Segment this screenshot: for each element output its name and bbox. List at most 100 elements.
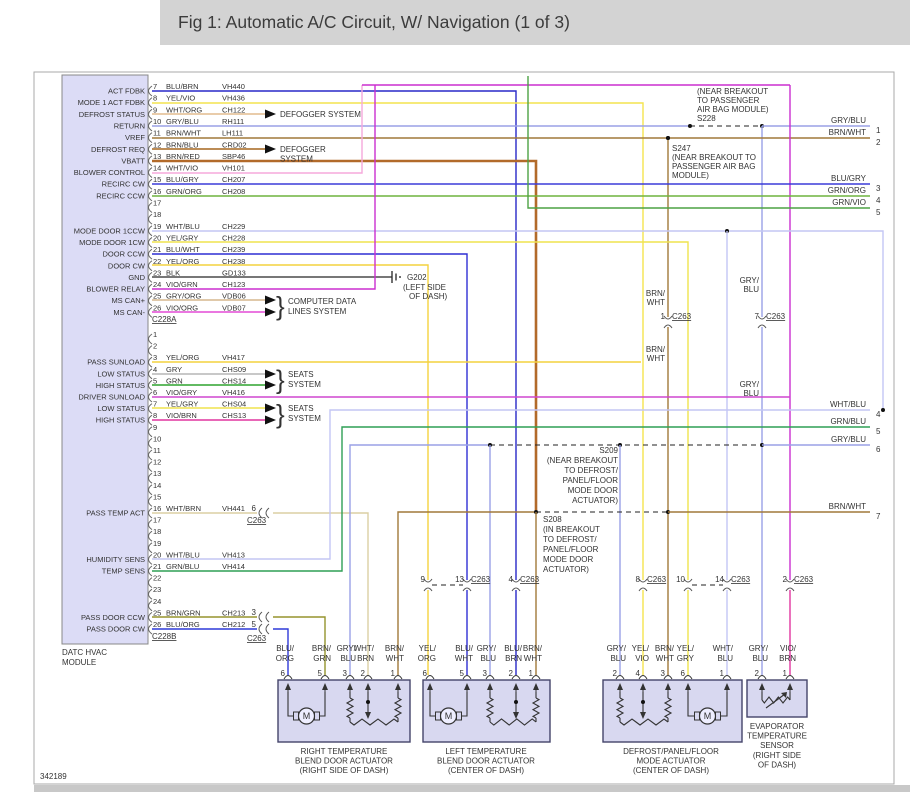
system-arrow-icon <box>265 307 276 317</box>
pin-signal-label: RECIRC CW <box>102 180 146 189</box>
wire-color-label: GRY/ORG <box>166 292 201 301</box>
connector-arc-icon <box>722 578 732 583</box>
wire-color-label: BLU/BRN <box>166 82 199 91</box>
pin-signal-label: ACT FDBK <box>108 87 145 96</box>
pin-signal-label: LOW STATUS <box>97 369 145 378</box>
wire <box>152 409 870 560</box>
junction-dot <box>666 136 670 140</box>
resistor-icon <box>393 697 403 719</box>
pin-socket-icon <box>531 675 541 680</box>
pin-signal-label: DOOR CCW <box>103 250 146 259</box>
splice-note: PANEL/FLOOR <box>543 545 599 554</box>
pin-socket-icon <box>148 403 153 415</box>
splice-note: PANEL/FLOOR <box>563 476 619 485</box>
pin-socket-icon <box>148 295 153 307</box>
connector-arc-icon <box>757 315 767 320</box>
pin-number: 26 <box>153 303 161 312</box>
pin-socket-icon <box>148 190 153 202</box>
circuit-code-label: CHS09 <box>222 365 246 374</box>
wire-color-label: GRY/ <box>749 644 769 653</box>
wire <box>152 241 689 675</box>
wire <box>273 628 289 675</box>
wire-color-label: WHT <box>647 298 665 307</box>
wire-color-label: WHT <box>656 654 674 663</box>
pin-socket-icon <box>345 675 355 680</box>
junction-dot <box>641 700 645 704</box>
pin-socket-icon <box>148 611 153 623</box>
pin-socket-icon <box>615 675 625 680</box>
pin-socket-icon <box>638 675 648 680</box>
wire-color-label: WHT <box>386 654 404 663</box>
pin-number: 25 <box>153 292 161 301</box>
wire-color-label: VIO <box>635 654 649 663</box>
connector-arc-icon <box>511 587 521 592</box>
edge-ref-label: GRN/ORG <box>828 186 866 195</box>
wire <box>152 85 376 290</box>
pin-socket-icon <box>148 97 153 109</box>
wire-color-label: WHT/BLU <box>166 222 200 231</box>
actuator-pin-number: 1 <box>720 669 725 678</box>
circuit-code-label: CH122 <box>222 105 245 114</box>
pin-socket-icon <box>148 225 153 237</box>
splice-note: PASSENGER AIR BAG <box>672 162 755 171</box>
wire-color-label: BRN <box>505 654 522 663</box>
circuit-code-label: CH239 <box>222 245 245 254</box>
connector-c228b-label: C228B <box>152 632 176 641</box>
actuator-name: SENSOR <box>760 741 794 750</box>
wire-color-label: WHT <box>647 354 665 363</box>
wire-color-label: BLU <box>340 654 356 663</box>
actuator-name: EVAPORATOR <box>750 722 804 731</box>
circuit-code-label: LH111 <box>222 129 243 138</box>
pin-number: 7 <box>153 82 157 91</box>
pin-socket-icon <box>425 675 435 680</box>
wire <box>152 85 363 174</box>
pin-number: 5 <box>153 376 157 385</box>
actuator-pin-number: 3 <box>483 669 488 678</box>
pin-number: 24 <box>153 280 161 289</box>
wire <box>349 444 490 675</box>
pin-socket-icon <box>148 449 153 461</box>
edge-ref-number: 6 <box>876 445 881 454</box>
pin-number: 22 <box>153 257 161 266</box>
splice-note: ACTUATOR) <box>543 565 589 574</box>
actuator-name: (CENTER OF DASH) <box>633 766 709 775</box>
pin-socket-icon <box>148 426 153 438</box>
pin-arrow-icon <box>724 683 730 690</box>
connector-label: C263 <box>471 575 491 584</box>
connector-gap <box>641 580 645 590</box>
pin-socket-icon <box>683 675 693 680</box>
edge-ref-number: 4 <box>876 196 881 205</box>
resistor-icon <box>489 718 537 726</box>
pin-socket-icon <box>148 120 153 132</box>
connector-label: C263 <box>647 575 667 584</box>
actuator-name: (RIGHT SIDE <box>753 751 801 760</box>
module-label: DATC HVAC <box>62 648 107 657</box>
figure-number: 342189 <box>40 772 67 781</box>
internal-wire <box>429 692 436 717</box>
connector-arc-icon <box>722 587 732 592</box>
pin-arrow-icon <box>285 683 291 690</box>
actuator-pin-number: 5 <box>460 669 465 678</box>
splice-note: MODULE) <box>672 171 709 180</box>
pin-socket-icon <box>320 675 330 680</box>
wire-color-label: GRY/ <box>740 380 760 389</box>
splice-note: (IN BREAKOUT <box>543 525 600 534</box>
circuit-code-label: CH213 <box>222 608 245 617</box>
connector-arc-icon <box>423 578 433 583</box>
pin-number: 11 <box>153 129 161 138</box>
wire-color-label: BRN/ <box>646 289 666 298</box>
pin-number: 17 <box>153 199 161 208</box>
pin-socket-icon <box>393 675 403 680</box>
wire-color-label: WHT <box>455 654 473 663</box>
actuator-name: TEMPERATURE <box>747 732 807 741</box>
junction-dot <box>688 124 692 128</box>
brace-icon: } <box>276 399 285 429</box>
pin-socket-icon <box>283 675 293 680</box>
connector-arc-icon <box>462 587 472 592</box>
edge-ref-number: 4 <box>876 410 881 419</box>
wire-color-label: BLU/ <box>276 644 295 653</box>
pin-socket-icon <box>148 414 153 426</box>
actuator-pin-number: 6 <box>681 669 686 678</box>
connector-label: C263 <box>794 575 814 584</box>
pin-socket-icon <box>148 495 153 507</box>
